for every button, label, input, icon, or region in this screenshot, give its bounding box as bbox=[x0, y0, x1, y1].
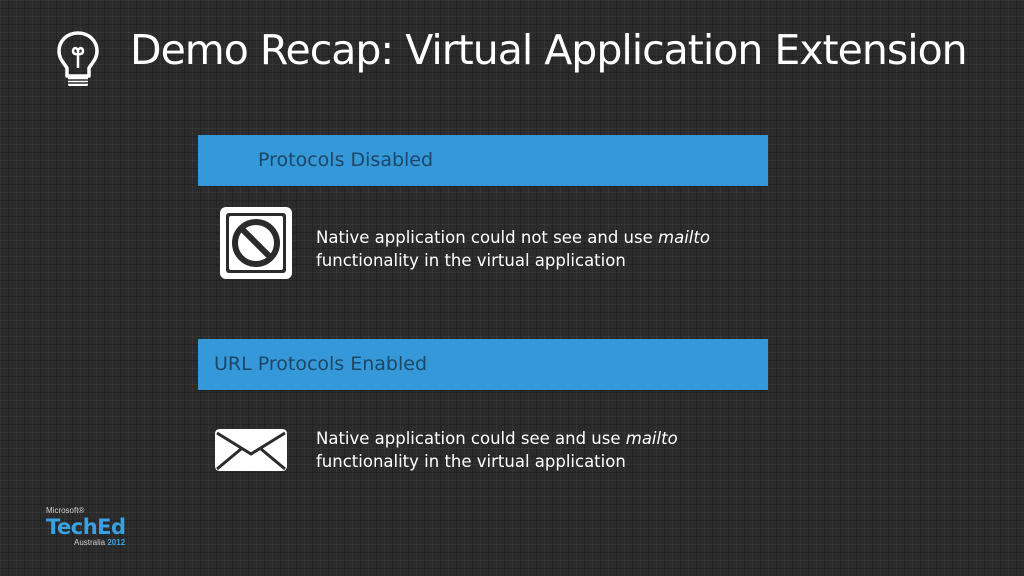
section-header-protocols-disabled: Protocols Disabled bbox=[198, 135, 768, 186]
description-emphasis: mailto bbox=[658, 228, 710, 247]
description-text-continued: functionality in the virtual application bbox=[316, 452, 626, 471]
description-emphasis: mailto bbox=[625, 429, 678, 448]
section-description: Native application could not see and use… bbox=[316, 226, 710, 272]
logo-name: TechEd bbox=[46, 515, 126, 539]
prohibited-icon bbox=[220, 207, 292, 279]
logo-year: 2012 bbox=[107, 538, 126, 547]
description-text: Native application could see and use bbox=[316, 429, 626, 448]
slide-title: Demo Recap: Virtual Application Extensio… bbox=[130, 26, 968, 74]
teched-logo: Microsoft® TechEd Australia 2012 bbox=[46, 506, 136, 551]
logo-brand: Microsoft® bbox=[46, 506, 85, 515]
section-header-label: Protocols Disabled bbox=[258, 149, 434, 171]
logo-subtitle: Australia 2012 bbox=[46, 538, 136, 548]
lightbulb-icon bbox=[57, 31, 99, 86]
description-text-continued: functionality in the virtual application bbox=[316, 251, 626, 270]
section-description: Native application could see and use mai… bbox=[316, 427, 678, 473]
envelope-icon bbox=[215, 429, 287, 471]
section-header-url-protocols-enabled: URL Protocols Enabled bbox=[198, 339, 768, 390]
logo-region: Australia bbox=[74, 538, 106, 547]
description-text: Native application could not see and use bbox=[316, 228, 659, 247]
section-header-label: URL Protocols Enabled bbox=[214, 353, 428, 375]
